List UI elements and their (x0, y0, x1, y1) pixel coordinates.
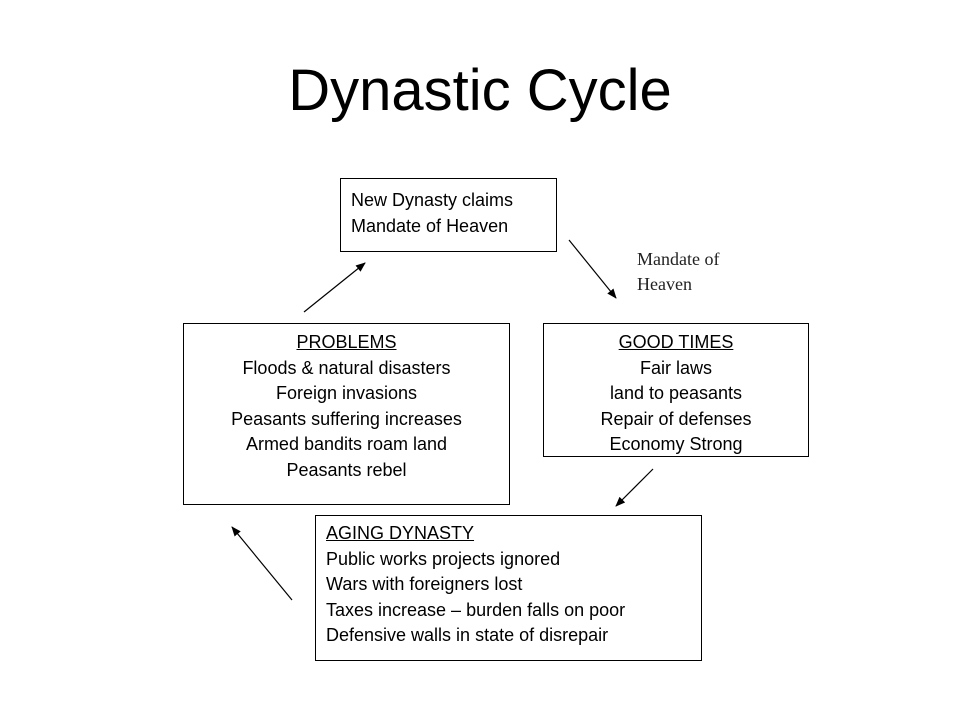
node-problems-line-4: Armed bandits roam land (245, 434, 448, 454)
node-problems-line-3: Peasants suffering increases (231, 408, 462, 429)
node-good-times: GOOD TIMES Fair laws land to peasants Re… (543, 323, 809, 457)
mandate-annotation-line-1: Mandate of (637, 249, 720, 269)
node-good-times-heading: GOOD TIMES (618, 332, 734, 352)
node-aging-dynasty-heading: AGING DYNASTY (326, 523, 475, 543)
mandate-annotation-line-2: Heaven (637, 274, 692, 294)
arrow-new-dynasty-to-good-times (568, 239, 617, 299)
node-problems-heading: PROBLEMS (296, 332, 397, 352)
arrow-aging-dynasty-to-problems (231, 526, 293, 601)
node-aging-dynasty-line-3: Taxes increase – burden falls on poor (326, 599, 626, 620)
arrow-problems-to-new-dynasty (303, 262, 366, 313)
node-problems-line-2: Foreign invasions (275, 383, 418, 403)
node-good-times-line-4: Economy Strong (609, 434, 743, 454)
node-problems-line-1: Floods & natural disasters (242, 357, 451, 378)
node-new-dynasty: New Dynasty claims Mandate of Heaven (340, 178, 557, 252)
node-aging-dynasty-line-4: Defensive walls in state of disrepair (326, 625, 609, 645)
node-good-times-line-1: Fair laws (639, 357, 712, 378)
node-good-times-line-3: Repair of defenses (600, 408, 752, 429)
node-problems-line-5: Peasants rebel (286, 459, 407, 480)
node-aging-dynasty-line-2: Wars with foreigners lost (326, 574, 523, 594)
node-good-times-line-2: land to peasants (609, 383, 743, 403)
node-new-dynasty-line-2: Mandate of Heaven (351, 215, 509, 236)
arrow-good-times-to-aging-dynasty (615, 468, 654, 507)
page-title: Dynastic Cycle (288, 58, 672, 123)
node-aging-dynasty: AGING DYNASTY Public works projects igno… (315, 515, 702, 661)
node-problems: PROBLEMS Floods & natural disasters Fore… (183, 323, 510, 505)
mandate-annotation: Mandate of Heaven (637, 247, 719, 297)
node-new-dynasty-line-1: New Dynasty claims (351, 190, 514, 210)
node-aging-dynasty-line-1: Public works projects ignored (326, 548, 561, 569)
